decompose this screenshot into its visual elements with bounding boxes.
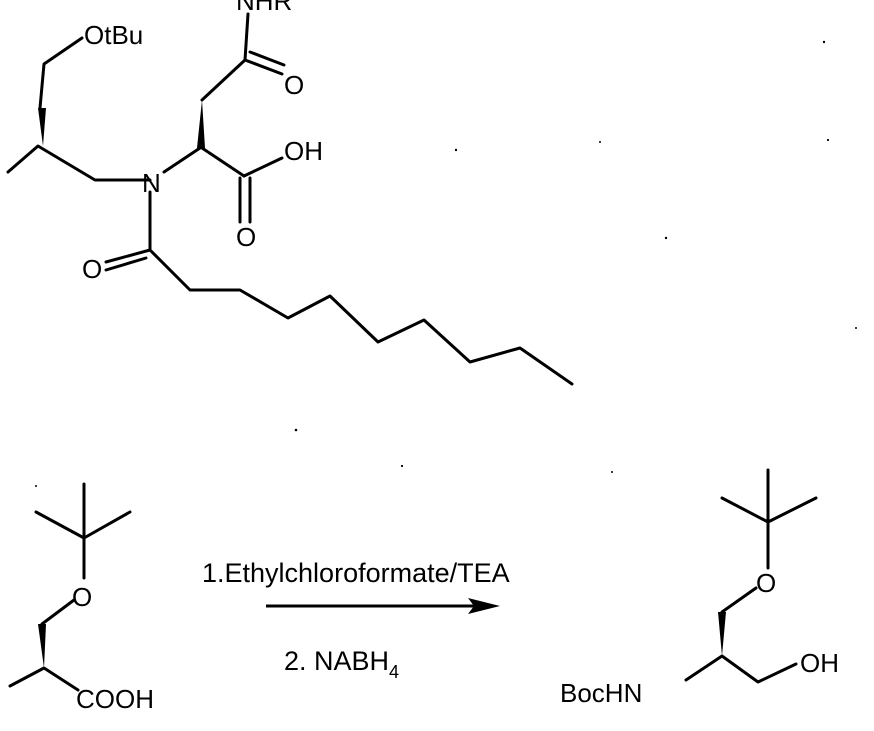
acyl-alkyl-chain (150, 250, 572, 384)
step2-prefix: 2. NABH (284, 646, 389, 676)
product-och2-bond (722, 588, 756, 612)
cooh-label: COOH (76, 684, 154, 714)
product-wedge-bond (718, 612, 726, 656)
otbu-label: OtBu (84, 20, 143, 50)
reactant-molecule: O COOH (10, 484, 154, 714)
reactant-chain-bond (10, 668, 78, 690)
sidechain-bond (202, 60, 245, 100)
stereo-wedge-bond (38, 108, 46, 146)
nhr-label: NHR (236, 0, 292, 16)
step2-label: 2. NABH4 (284, 646, 399, 682)
scan-specks (35, 41, 857, 487)
alpha-wedge-bond (197, 100, 205, 148)
step1-label: 1.Ethylchloroformate/TEA (202, 558, 510, 588)
bochn-label: BocHN (560, 678, 642, 708)
reactant-och2-bond (42, 600, 74, 624)
reactant-wedge-bond (38, 624, 46, 668)
step2-subscript: 4 (389, 662, 399, 682)
isobutyl-chain-bond (8, 146, 150, 180)
n-alpha-bond (164, 148, 200, 172)
amide-n-bond (245, 14, 248, 60)
carboxyl-oh-bond (244, 158, 282, 176)
product-o-label: O (756, 568, 776, 598)
top-molecule: OtBu NHR N O OH O O (8, 0, 572, 384)
product-oh-label: OH (800, 648, 839, 678)
product-chain-bond (686, 656, 796, 682)
product-molecule: O OH BocHN (560, 470, 839, 708)
acyl-o-label: O (82, 254, 102, 284)
acid-o-label: O (236, 222, 256, 252)
alpha-carboxyl-bond (202, 148, 244, 176)
reactant-o-label: O (72, 582, 92, 612)
amide-o-label: O (284, 70, 304, 100)
otbu-ch2-bond (40, 38, 82, 108)
acid-oh-label: OH (284, 136, 323, 166)
reaction-conditions: 1.Ethylchloroformate/TEA 2. NABH4 (202, 558, 510, 682)
